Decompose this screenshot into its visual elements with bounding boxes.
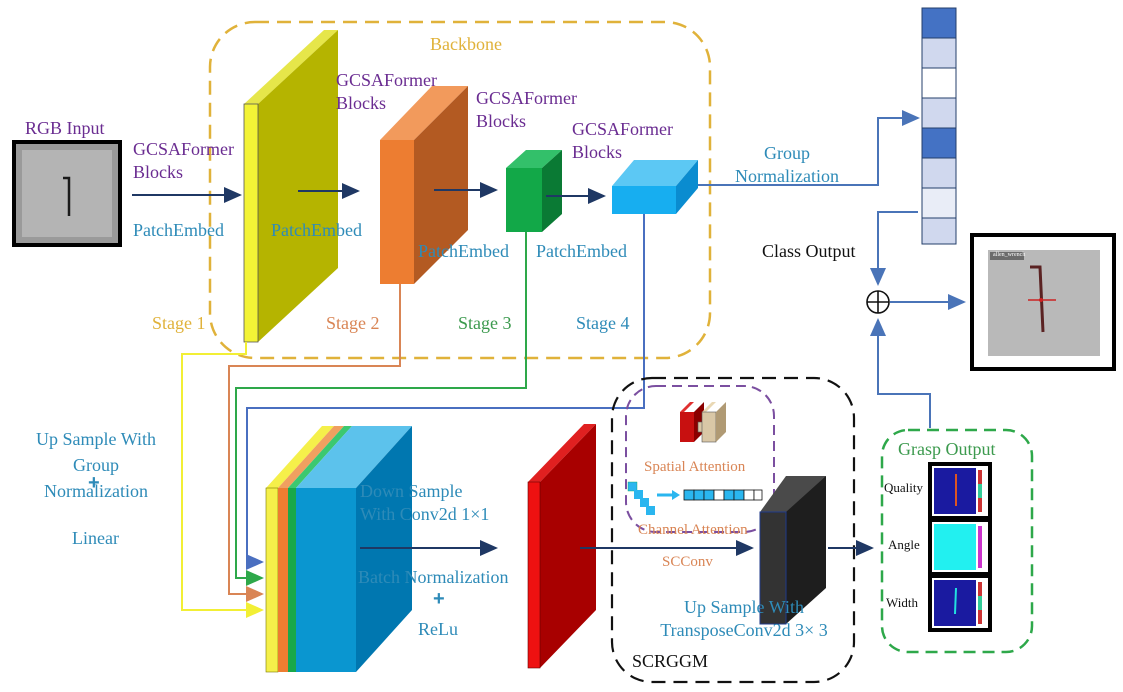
downsample-label: Down Sample With Conv2d 1×1 [360, 481, 490, 524]
dark-feature-block [759, 476, 826, 625]
sum-node [866, 290, 890, 314]
arrow-grasp-to-sum [870, 318, 931, 428]
rgb-input-label: RGB Input [25, 118, 105, 138]
grasp-output-label: Grasp Output [898, 439, 996, 459]
stage4-label: Stage 4 [576, 313, 630, 333]
stage1-block [243, 30, 338, 343]
rgb-input-image [12, 140, 122, 247]
scrggm-label: SCRGGM [632, 651, 709, 671]
channel-attention-icon [627, 481, 763, 515]
stage4-blocks-label: GCSAFormer Blocks [572, 119, 674, 162]
output-image [970, 233, 1116, 371]
relu-label: ReLu [418, 619, 458, 639]
channel-attention-label: Channel Attention [638, 522, 748, 538]
backbone-box [208, 20, 712, 360]
spatial-attention-icon [680, 402, 726, 443]
grasp-row-width: Width [886, 595, 918, 610]
spatial-attention-label: Spatial Attention [644, 459, 746, 475]
linear-label: Linear [72, 528, 119, 548]
stage2-label: Stage 2 [326, 313, 380, 333]
output-image-tag: allen_wrench [993, 252, 1026, 258]
patchembed-label-1: PatchEmbed [133, 220, 224, 240]
stage3-label: Stage 3 [458, 313, 512, 333]
grasp-output-box [880, 428, 1034, 654]
plus-sign-left: + [88, 472, 100, 494]
group-normalization-label: Group Normalization [735, 143, 839, 186]
grasp-row-quality: Quality [884, 480, 923, 495]
stage2-blocks-label: GCSAFormer Blocks [336, 70, 438, 113]
backbone-label: Backbone [430, 34, 502, 54]
token-vector [921, 7, 957, 245]
upsample-group-norm-label: Up Sample With Group Normalization [36, 429, 156, 502]
batch-normalization-label: Batch Normalization [358, 567, 509, 587]
angle-map [928, 518, 992, 576]
stage4-block [612, 160, 698, 214]
class-output-label: Class Output [762, 241, 856, 261]
grasp-row-angle: Angle [888, 537, 920, 552]
upsample-transpose-label: Up Sample With TransposeConv2d 3× 3 [660, 597, 828, 640]
stage1-label: Stage 1 [152, 313, 206, 333]
route-stage1 [181, 342, 264, 618]
width-map [928, 574, 992, 632]
route-stage4 [246, 214, 645, 570]
stage3-blocks-label: GCSAFormer Blocks [476, 88, 578, 131]
quality-map [928, 462, 992, 520]
arrow-group-normalization [698, 110, 920, 186]
patchembed-label-4: PatchEmbed [536, 241, 627, 261]
attention-box [625, 385, 775, 533]
arrow-class-to-sum [870, 211, 918, 286]
stage1-blocks-label: GCSAFormer Blocks [133, 139, 235, 182]
red-feature-block [527, 424, 596, 669]
stage3-block [506, 150, 562, 232]
route-stage3 [235, 232, 527, 586]
scrggm-box [610, 376, 856, 684]
patchembed-label-3: PatchEmbed [418, 241, 509, 261]
stage2-block [380, 86, 468, 284]
route-stage2 [228, 284, 401, 602]
plus-sign-middle: + [433, 588, 445, 610]
patchembed-label-2: PatchEmbed [271, 220, 362, 240]
scconv-label: SCConv [662, 554, 713, 570]
